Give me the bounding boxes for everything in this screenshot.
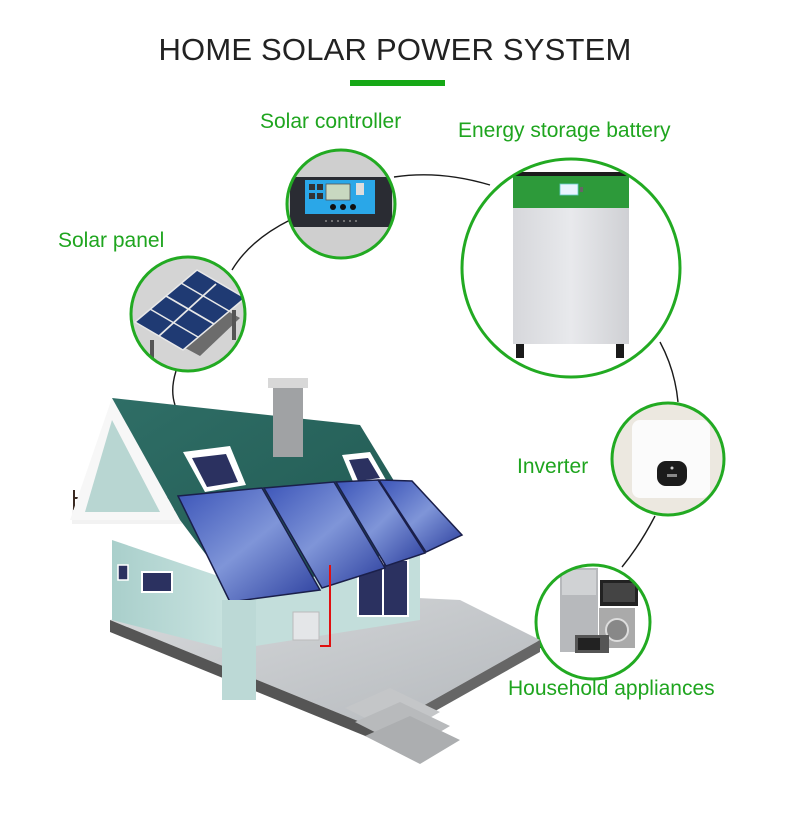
label-solar-controller: Solar controller <box>260 110 402 133</box>
energy-storage-battery-node[interactable] <box>460 157 682 379</box>
appliances-icon <box>560 568 638 653</box>
title-underline <box>350 80 445 86</box>
label-solar-panel: Solar panel <box>58 229 165 252</box>
page-title: HOME SOLAR POWER SYSTEM <box>158 32 632 67</box>
label-inverter: Inverter <box>517 455 589 478</box>
rooftop-solar-panels <box>176 479 464 603</box>
connector-battery-inverter <box>659 341 679 403</box>
inverter-icon <box>632 420 710 498</box>
connector-controller-panel <box>231 219 291 271</box>
solar-controller-node[interactable] <box>285 148 397 260</box>
house-illustration <box>70 378 540 764</box>
connector-controller-battery <box>393 174 491 186</box>
label-household-appliances: Household appliances <box>508 677 715 700</box>
solar-panel-node[interactable] <box>129 255 247 373</box>
solar-panel-icon <box>133 269 245 360</box>
charge-controller-icon <box>290 177 392 227</box>
label-energy-storage-battery: Energy storage battery <box>458 119 671 142</box>
battery-cabinet-icon <box>513 172 629 358</box>
household-appliances-node[interactable] <box>534 563 652 681</box>
connector-panel-house <box>172 370 177 406</box>
connector-inverter-appliances <box>621 515 656 568</box>
inverter-node[interactable] <box>610 401 726 517</box>
